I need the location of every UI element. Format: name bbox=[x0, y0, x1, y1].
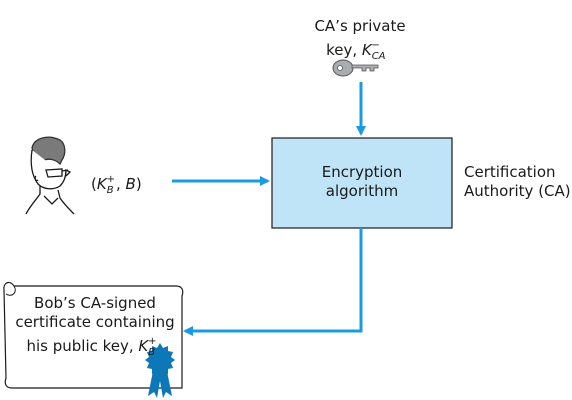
ca-key-subscript: CA bbox=[371, 51, 386, 62]
certificate-key-subscript: B bbox=[148, 347, 156, 358]
ca-label-line2: Authority (CA) bbox=[464, 182, 571, 200]
encryption-line1: Encryption bbox=[321, 163, 403, 181]
certificate-key-superscript: + bbox=[148, 336, 157, 347]
input-label: (KB+, B) bbox=[91, 170, 142, 200]
ribbon-seal-icon bbox=[145, 343, 175, 398]
encryption-box-label: Encryption algorithm bbox=[272, 163, 452, 201]
ca-key-label-prefix: key, bbox=[326, 41, 362, 59]
ca-key-label-line2: key, KCA− bbox=[296, 36, 424, 66]
certificate-icon bbox=[3, 281, 184, 389]
certificate-line2: certificate containing bbox=[15, 313, 175, 331]
certificate-line3: his public key, KB+ bbox=[8, 332, 182, 362]
input-sep: , bbox=[115, 175, 126, 193]
input-key-symbol: K bbox=[96, 175, 107, 193]
arrow-box-to-certificate bbox=[183, 228, 363, 336]
certificate-line1: Bob’s CA-signed bbox=[34, 294, 156, 312]
ca-key-label-line1: CA’s private bbox=[314, 17, 406, 35]
certificate-line3-prefix: his public key, bbox=[26, 337, 139, 355]
key-icon bbox=[332, 59, 379, 77]
input-key-superscript: + bbox=[106, 174, 115, 185]
encryption-box bbox=[271, 137, 453, 229]
ca-label-line1: Certification bbox=[464, 163, 556, 181]
encryption-line2: algorithm bbox=[325, 182, 399, 200]
ca-key-symbol: K bbox=[361, 41, 372, 59]
ca-label: Certification Authority (CA) bbox=[464, 163, 571, 201]
ca-key-superscript: − bbox=[371, 40, 380, 51]
certificate-key-symbol: K bbox=[138, 337, 149, 355]
ca-private-key-label: CA’s private key, KCA− bbox=[296, 17, 424, 66]
certificate-text: Bob’s CA-signed certificate containing h… bbox=[8, 294, 182, 362]
input-key-subscript: B bbox=[106, 185, 114, 196]
input-open-paren: ( bbox=[91, 175, 97, 193]
input-close-paren: ) bbox=[135, 175, 142, 193]
input-name: B bbox=[125, 175, 136, 193]
person-icon bbox=[25, 136, 75, 215]
